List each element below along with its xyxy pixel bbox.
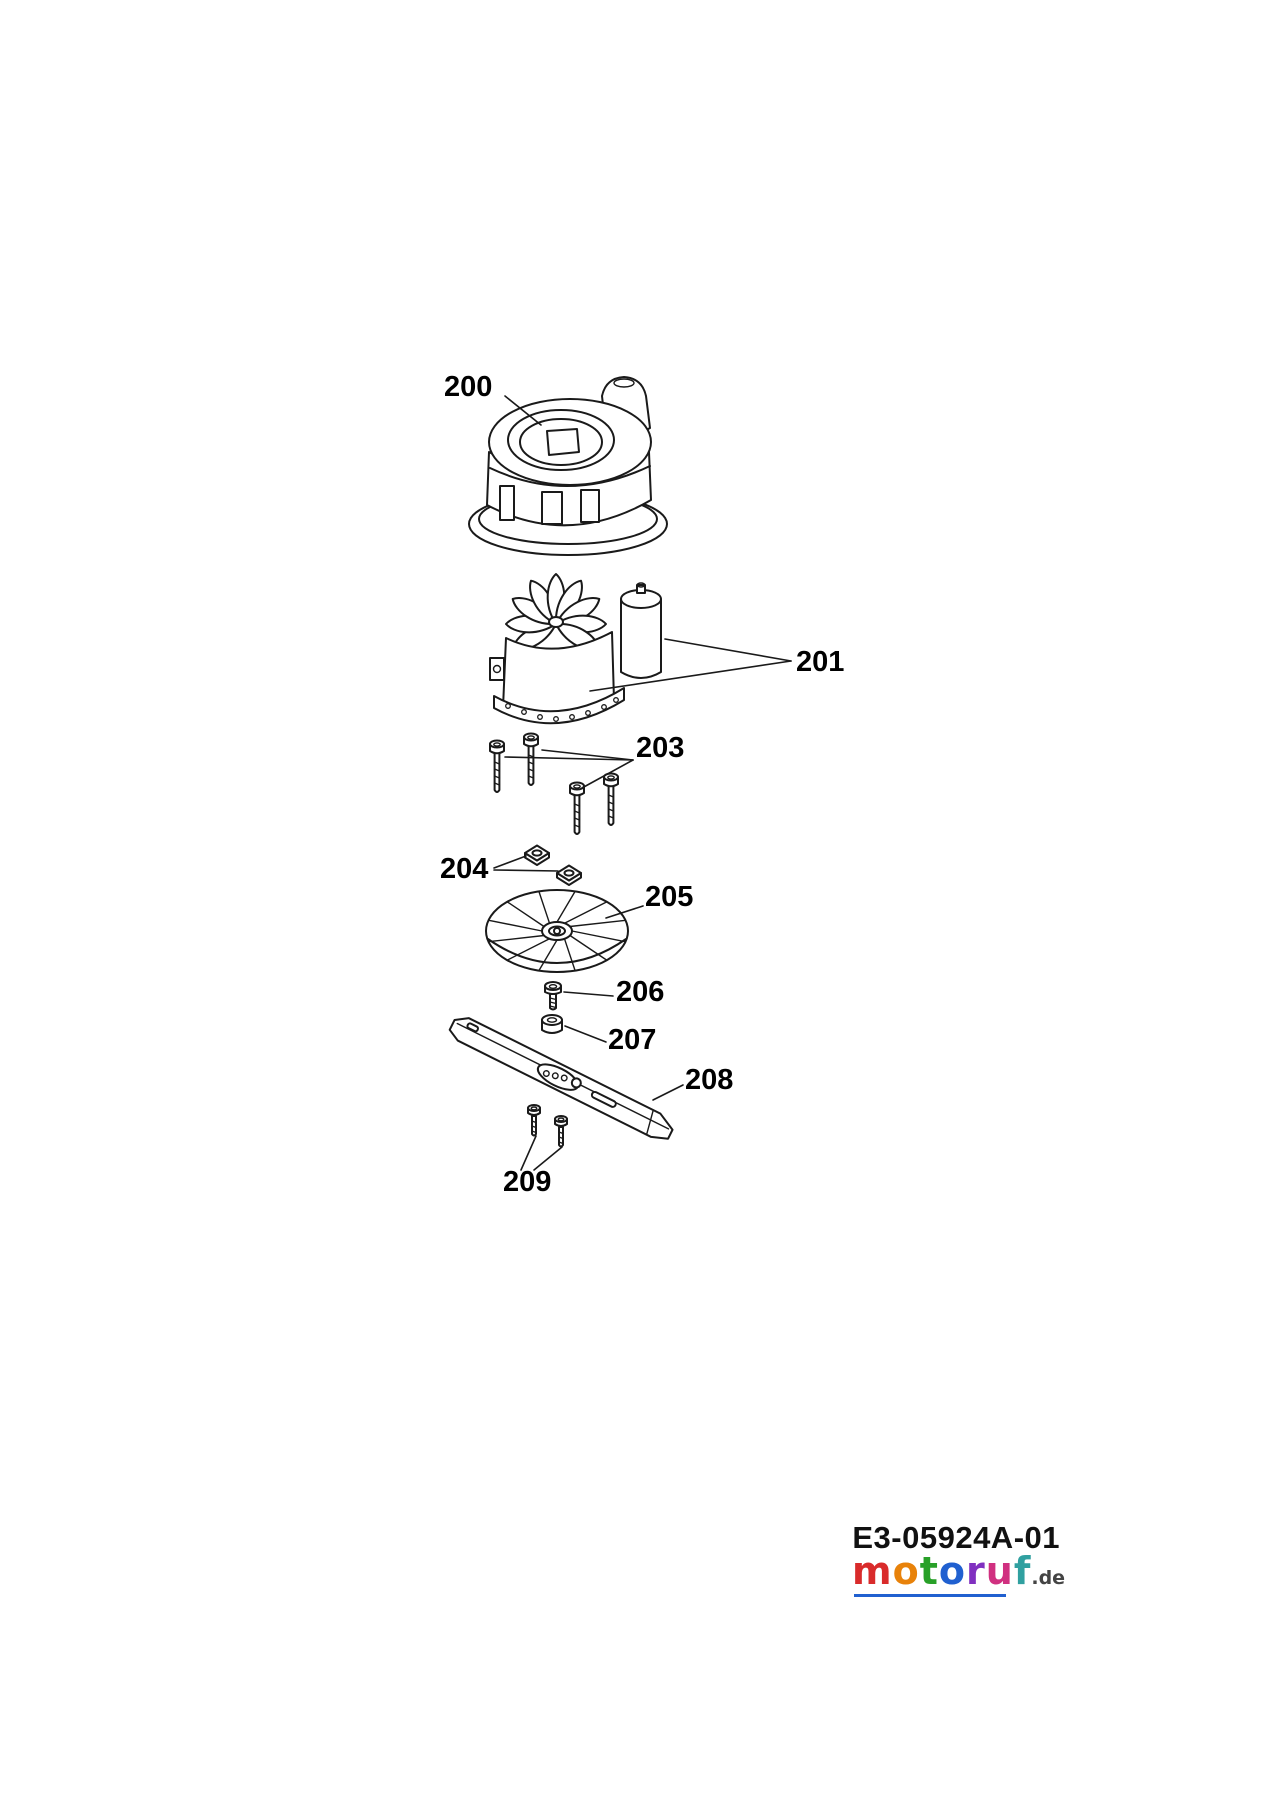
part-201-capacitor: [620, 582, 662, 679]
logo-letter: r: [966, 1549, 986, 1593]
logo-letter: u: [985, 1549, 1014, 1593]
leader-lines: [493, 395, 792, 1171]
logo-letter: o: [938, 1549, 966, 1593]
part-200-motor-housing: [468, 376, 668, 556]
screw-203-d: [603, 772, 619, 826]
watermark-logo: motoruf.de: [852, 1552, 1065, 1590]
logo-underline: [854, 1594, 1006, 1597]
nut-204-b: [556, 864, 582, 886]
nut-204-a: [524, 844, 550, 866]
part-label-200: 200: [444, 371, 492, 403]
part-label-204: 204: [440, 853, 488, 885]
part-label-207: 207: [608, 1024, 656, 1056]
logo-letter: f: [1013, 1549, 1032, 1593]
part-label-205: 205: [645, 881, 693, 913]
screw-203-a: [489, 739, 505, 793]
part-label-209: 209: [503, 1166, 551, 1198]
part-205-fan-impeller: [485, 889, 629, 973]
screw-209-b: [554, 1115, 568, 1148]
diagram-id: E3-05924A-01: [852, 1520, 1060, 1555]
part-204-square-nuts: [524, 844, 582, 886]
part-label-208: 208: [685, 1064, 733, 1096]
logo-suffix: .de: [1031, 1567, 1066, 1589]
part-207-spacer: [541, 1014, 563, 1034]
part-208-blade: [448, 1017, 674, 1140]
part-label-203: 203: [636, 732, 684, 764]
logo-letter: t: [919, 1549, 939, 1593]
part-label-201: 201: [796, 646, 844, 678]
part-201-motor: [489, 573, 625, 725]
screw-203-b: [523, 732, 539, 786]
part-203-screws: [489, 732, 619, 835]
screw-209-a: [527, 1104, 541, 1137]
logo-letter: m: [852, 1549, 893, 1593]
part-206-bolt: [544, 981, 562, 1011]
part-labels: 200 201 203 204 205 206 207 208 209: [440, 371, 844, 1198]
logo-letter: o: [892, 1549, 920, 1593]
part-label-206: 206: [616, 976, 664, 1008]
screw-203-c: [569, 781, 585, 835]
